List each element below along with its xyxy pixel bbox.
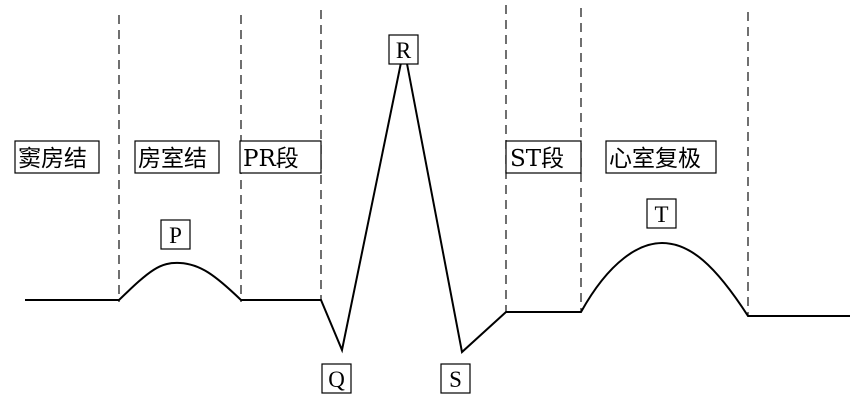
segment-label-sinoatrial-text: 窦房结 [18,146,87,172]
segment-label-ventricular-repolarization: 心室复极 [605,140,717,174]
segment-label-sinoatrial: 窦房结 [14,140,100,174]
wave-label-s-text: S [449,367,462,392]
wave-label-p: P [160,219,191,250]
wave-label-p-box [160,219,191,250]
wave-label-r-text: R [396,38,412,63]
segment-label-sinoatrial-box [14,140,100,174]
segment-label-ventricular-repolarization-box [605,140,717,174]
wave-label-q: Q [321,363,352,394]
segment-label-atrioventricular-text: 房室结 [138,146,207,172]
wave-label-p-text: P [169,223,182,248]
wave-label-s-box [440,363,471,394]
segment-label-pr-box [239,140,322,174]
wave-label-t-text: T [654,202,668,227]
segment-label-pr-text: PR段 [243,146,299,172]
segment-label-st-text: ST段 [510,146,564,172]
wave-label-r-box [388,34,419,65]
segment-label-pr: PR段 [239,140,322,174]
wave-label-q-box [321,363,352,394]
wave-label-s: S [440,363,471,394]
segment-label-ventricular-repolarization-text: 心室复极 [609,146,701,172]
segment-label-atrioventricular: 房室结 [134,140,220,174]
segment-label-st: ST段 [505,140,582,174]
segment-label-atrioventricular-box [134,140,220,174]
ecg-trace [25,47,850,354]
wave-label-q-text: Q [328,367,345,392]
wave-label-r: R [388,34,419,65]
segment-label-st-box [505,140,582,174]
wave-label-t: T [646,198,677,229]
wave-label-t-box [646,198,677,229]
